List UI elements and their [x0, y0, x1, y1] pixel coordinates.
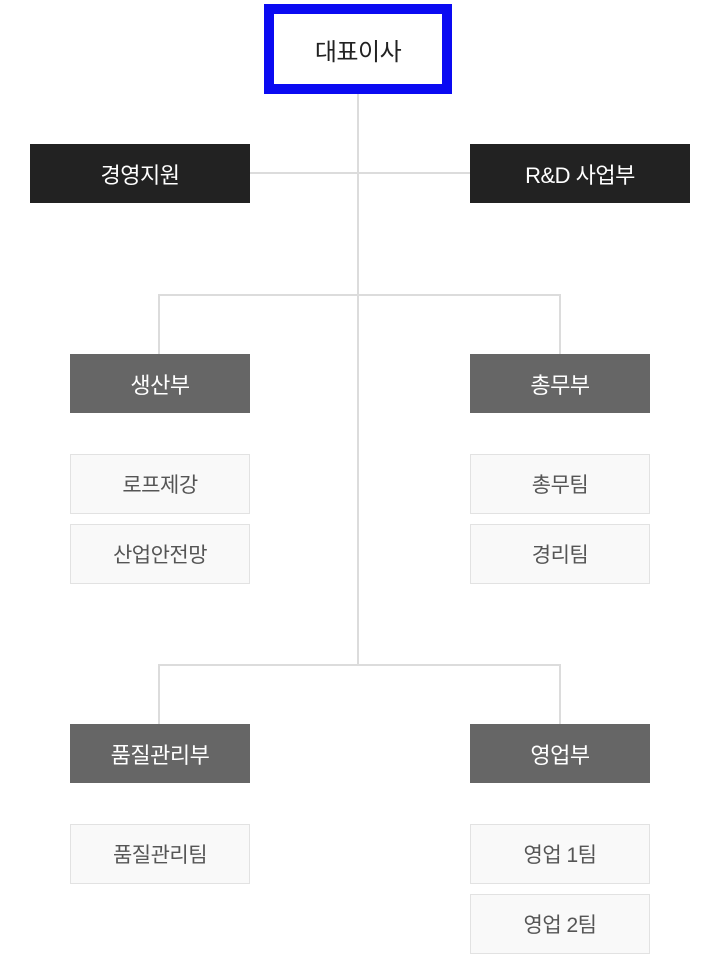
- dept-node-production: 생산부: [70, 354, 250, 413]
- connector-horizontal-branch-2: [158, 664, 561, 666]
- staff-node-rnd-division: R&D 사업부: [470, 144, 690, 203]
- connector-drop-branch-1-left: [158, 294, 160, 354]
- team-node-industrial-safety-net: 산업안전망: [70, 524, 250, 584]
- connector-drop-branch-2-right: [559, 664, 561, 724]
- connector-vertical-main: [357, 94, 359, 666]
- team-node-sales-team-1: 영업 1팀: [470, 824, 650, 884]
- connector-horizontal-staff-row: [250, 172, 470, 174]
- team-node-quality-control-team: 품질관리팀: [70, 824, 250, 884]
- dept-node-sales: 영업부: [470, 724, 650, 783]
- team-node-sales-team-2: 영업 2팀: [470, 894, 650, 954]
- team-node-rope-steel: 로프제강: [70, 454, 250, 514]
- connector-drop-branch-2-left: [158, 664, 160, 724]
- ceo-node: 대표이사: [264, 4, 452, 94]
- dept-node-quality-control: 품질관리부: [70, 724, 250, 783]
- connector-drop-branch-1-right: [559, 294, 561, 354]
- team-node-accounting-team: 경리팀: [470, 524, 650, 584]
- team-node-general-affairs-team: 총무팀: [470, 454, 650, 514]
- staff-node-management-support: 경영지원: [30, 144, 250, 203]
- dept-node-general-affairs: 총무부: [470, 354, 650, 413]
- connector-horizontal-branch-1: [158, 294, 561, 296]
